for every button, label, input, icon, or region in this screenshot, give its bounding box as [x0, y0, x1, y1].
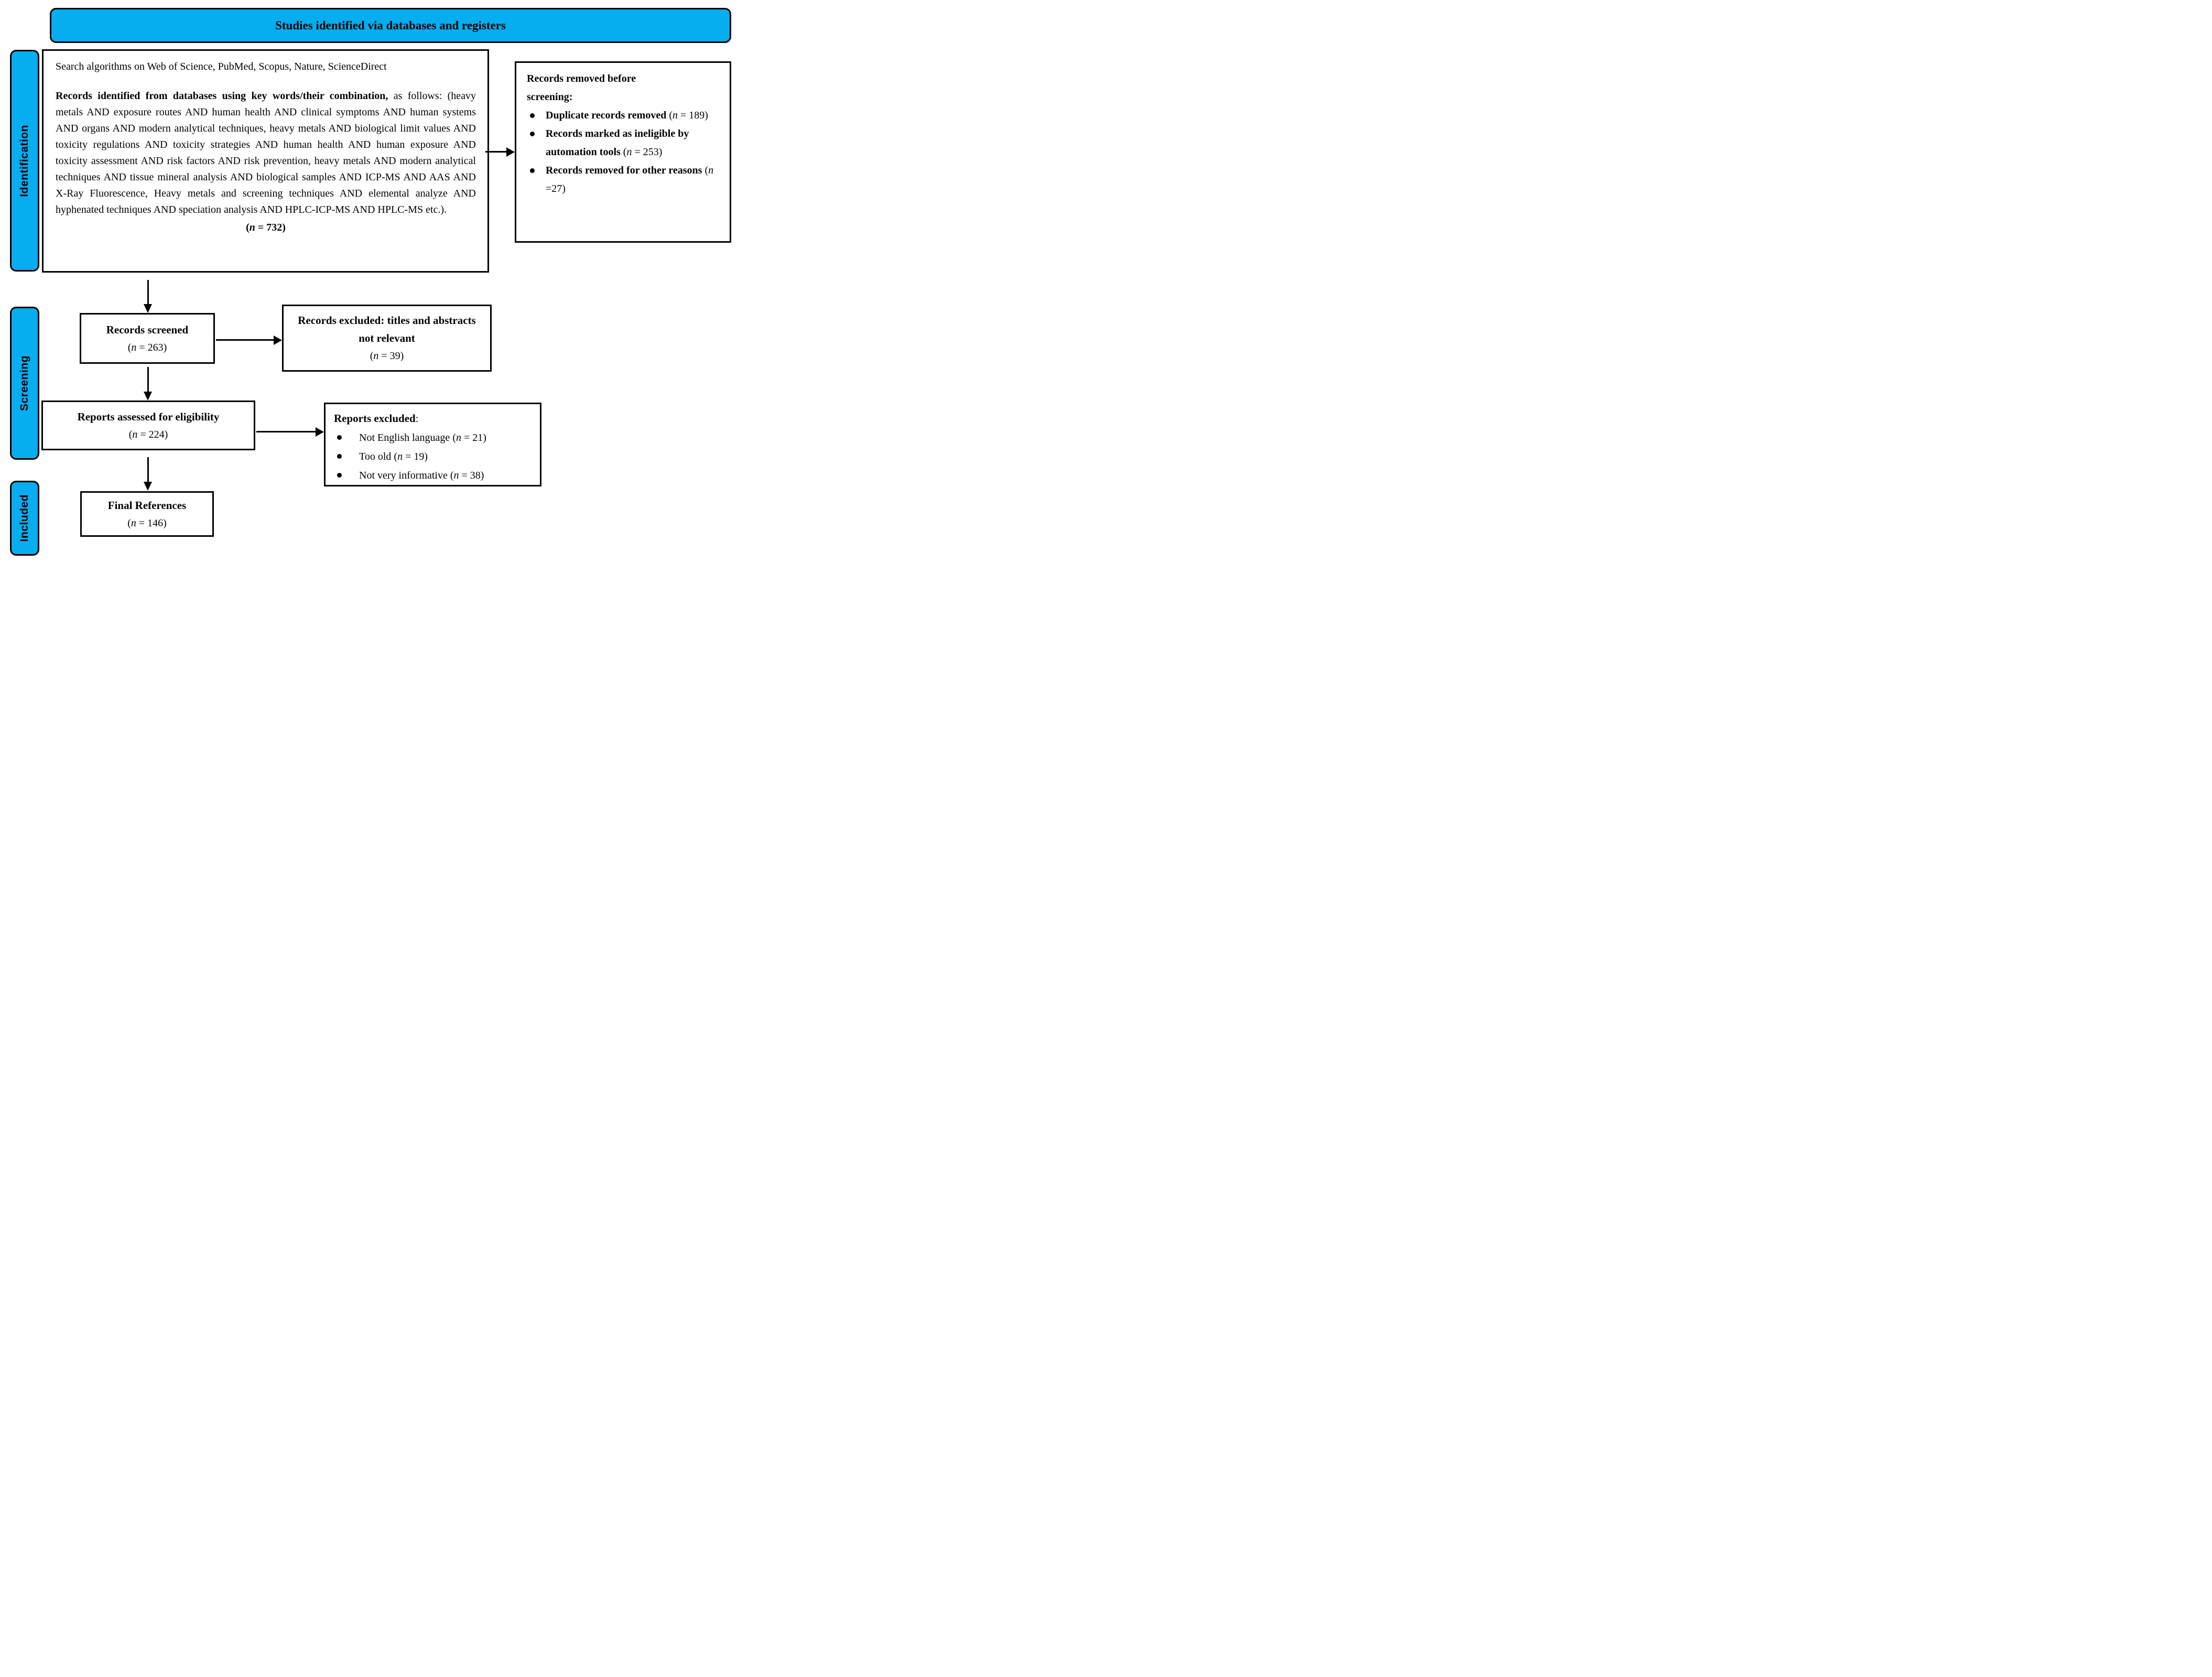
excluded-bullet-too-old: Too old (n = 19) — [334, 447, 535, 466]
arrow-identification-to-screened-head — [144, 304, 152, 313]
bullet-dot-icon — [530, 168, 535, 173]
arrow-identification-to-screened-line — [147, 280, 149, 305]
sidebar-tab-screening: Screening — [10, 307, 39, 460]
banner-title: Studies identified via databases and reg… — [275, 18, 506, 32]
records-identified-paragraph: Records identified from databases using … — [56, 88, 476, 218]
arrow-screened-to-assessed-head — [144, 392, 152, 401]
arrow-screened-to-excluded-line — [216, 339, 275, 341]
excluded-bullet-not-informative: Not very informative (n = 38) — [334, 466, 535, 485]
bullet-dot-icon — [530, 132, 535, 136]
search-algorithms-line: Search algorithms on Web of Science, Pub… — [56, 61, 387, 72]
records-screened-box: Records screened (n = 263) — [80, 313, 215, 364]
records-screened-count: (n = 263) — [127, 341, 167, 353]
reports-assessed-title: Reports assessed for eligibility — [77, 410, 220, 423]
bullet-dot-icon — [530, 113, 535, 118]
excluded-bullet-language: Not English language (n = 21) — [334, 428, 535, 447]
bullet-dot-icon — [337, 473, 342, 478]
final-references-box: Final References (n = 146) — [80, 491, 214, 537]
identification-box: Search algorithms on Web of Science, Pub… — [42, 49, 489, 273]
sidebar-tab-included: Included — [10, 481, 39, 556]
identified-count: (n = 732) — [246, 222, 286, 233]
arrow-identification-to-removed-head — [506, 147, 515, 157]
records-removed-before-screening-box: Records removed before screening: Duplic… — [515, 61, 731, 243]
arrow-assessed-to-excluded-head — [316, 427, 324, 437]
sidebar-tab-screening-label: Screening — [18, 355, 30, 412]
records-identified-body: as follows: (heavy metals AND exposure r… — [56, 90, 476, 215]
prisma-flow-diagram: Studies identified via databases and reg… — [0, 0, 738, 559]
removed-bullet-duplicates: Duplicate records removed (n = 189) — [527, 106, 723, 125]
arrow-assessed-to-excluded-line — [256, 431, 317, 432]
reports-assessed-box: Reports assessed for eligibility (n = 22… — [41, 401, 255, 450]
final-references-title: Final References — [107, 499, 187, 512]
arrow-identification-to-removed-line — [485, 151, 507, 153]
bullet-dot-icon — [337, 454, 342, 459]
removed-bullet-other-reasons: Records removed for other reasons (n =27… — [527, 161, 723, 198]
sidebar-tab-included-label: Included — [18, 494, 30, 542]
final-references-count: (n = 146) — [127, 517, 167, 529]
sidebar-tab-identification: Identification — [10, 50, 39, 272]
records-screened-title: Records screened — [106, 323, 189, 336]
arrow-screened-to-assessed-line — [147, 367, 149, 393]
reports-assessed-count: (n = 224) — [128, 428, 168, 440]
records-excluded-title: Records excluded: titles and abstracts n… — [298, 314, 476, 344]
records-excluded-count: (n = 39) — [370, 350, 404, 362]
reports-excluded-box: Reports excluded: Not English language (… — [324, 403, 541, 486]
records-removed-heading: Records removed before screening: — [527, 73, 636, 103]
sidebar-tab-identification-label: Identification — [18, 124, 30, 197]
n-variable: n — [249, 222, 255, 233]
records-identified-bold-intro: Records identified from databases using … — [56, 90, 388, 102]
banner-studies-identified: Studies identified via databases and reg… — [50, 8, 731, 43]
reports-excluded-heading: Reports excluded: — [334, 412, 419, 425]
records-excluded-box: Records excluded: titles and abstracts n… — [282, 305, 492, 372]
arrow-assessed-to-final-head — [144, 482, 152, 491]
arrow-screened-to-excluded-head — [274, 336, 282, 345]
bullet-dot-icon — [337, 435, 342, 440]
arrow-assessed-to-final-line — [147, 457, 149, 483]
removed-bullet-automation: Records marked as ineligible by automati… — [527, 125, 723, 161]
